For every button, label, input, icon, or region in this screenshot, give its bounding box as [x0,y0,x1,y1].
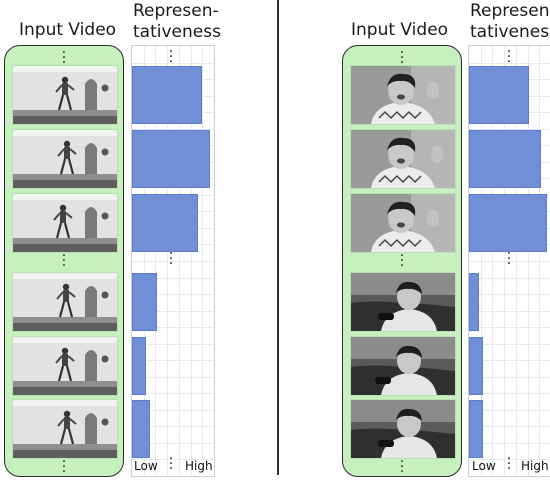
axis-ellipsis: ··· [168,451,174,477]
grid-line [132,261,214,262]
right-input-video-strip: ··· ··· ··· [342,45,462,480]
bottom-ellipsis: ··· [61,454,67,480]
representativeness-bar [132,273,157,331]
grid-line [132,294,214,295]
grid-line [469,426,550,427]
left-representativeness-chart [131,45,215,477]
representativeness-bar [469,66,529,124]
representativeness-bar [132,130,210,188]
panel-divider [277,0,279,475]
grid-line [469,459,550,460]
grid-line [469,261,550,262]
right-input-video-label: Input Video [351,20,449,40]
grid-line [132,360,214,361]
grid-line [469,360,550,361]
video-frame [350,193,456,253]
representativeness-bar [132,194,198,252]
video-frame [12,193,118,253]
grid-line [132,311,214,312]
video-frame-thumbnail [13,273,117,331]
chart-top-ellipsis: ··· [168,44,174,70]
right-representativeness-label-line2: tativeness [470,22,550,42]
grid-line [132,63,214,64]
top-ellipsis: ··· [61,45,67,71]
representativeness-bar [469,337,483,395]
grid-line [132,344,214,345]
grid-line [469,311,550,312]
video-frame [12,336,118,396]
grid-line [469,294,550,295]
video-frame-thumbnail [13,66,117,124]
right-representativeness-label-line1: Represen- [470,1,550,21]
grid-line [132,377,214,378]
video-frame-thumbnail [13,337,117,395]
video-frame-thumbnail [351,66,455,124]
video-frame [12,272,118,332]
grid-line [469,278,550,279]
video-frame-thumbnail [13,130,117,188]
right-representativeness-chart [468,45,550,477]
middle-ellipsis: ··· [399,248,405,274]
video-frame [350,272,456,332]
grid-line [132,129,214,130]
video-frame-thumbnail [351,273,455,331]
grid-line [469,344,550,345]
axis-high-label: High [185,459,213,473]
grid-line [132,426,214,427]
left-input-video-label: Input Video [19,20,117,40]
representativeness-bar [469,273,479,331]
chart-middle-ellipsis: ··· [168,246,174,272]
video-frame [350,399,456,459]
video-frame [12,65,118,125]
representativeness-bar [132,337,146,395]
video-frame [350,336,456,396]
axis-ellipsis: ··· [506,451,512,477]
video-frame-thumbnail [351,400,455,458]
video-frame [350,129,456,189]
grid-line [469,327,550,328]
grid-line [132,278,214,279]
axis-high-label: High [521,459,549,473]
left-representativeness-label-line1: Represen- [133,1,219,21]
grid-line [469,63,550,64]
left-representativeness-label-line2: tativeness [133,22,221,42]
video-frame [12,129,118,189]
video-frame-thumbnail [351,337,455,395]
grid-line [132,443,214,444]
grid-line [132,393,214,394]
chart-top-ellipsis: ··· [506,44,512,70]
grid-line [469,393,550,394]
grid-line [469,129,550,130]
bottom-ellipsis: ··· [399,454,405,480]
axis-low-label: Low [472,459,496,473]
video-frame-thumbnail [13,194,117,252]
grid-line [132,327,214,328]
video-frame-thumbnail [13,400,117,458]
middle-ellipsis: ··· [61,248,67,274]
video-frame [350,65,456,125]
left-input-video-strip: ··· ··· ··· [4,45,124,480]
video-frame-thumbnail [351,130,455,188]
representativeness-bar [469,194,547,252]
top-ellipsis: ··· [399,45,405,71]
axis-low-label: Low [134,459,158,473]
chart-middle-ellipsis: ··· [506,246,512,272]
grid-line [132,459,214,460]
video-frame [12,399,118,459]
representativeness-bar [132,400,150,458]
representativeness-bar [469,130,541,188]
representativeness-bar [469,400,483,458]
grid-line [132,410,214,411]
grid-line [469,377,550,378]
video-frame-thumbnail [351,194,455,252]
grid-line [469,443,550,444]
grid-line [469,410,550,411]
representativeness-bar [132,66,202,124]
